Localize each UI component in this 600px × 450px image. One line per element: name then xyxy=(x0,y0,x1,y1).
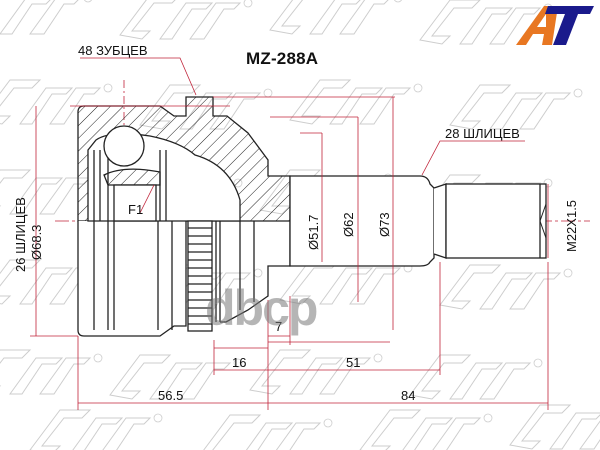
inner-splines-label: 26 ШЛИЦЕВ xyxy=(13,197,28,272)
diameter-73-label: Ø73 xyxy=(377,212,392,237)
at-logo xyxy=(516,6,594,45)
abs-offset-label: 16 xyxy=(232,355,247,370)
stub-shaft xyxy=(289,175,547,267)
part-number-title: MZ-288A xyxy=(246,49,319,68)
outer-splines-label: 28 ШЛИЦЕВ xyxy=(445,126,520,141)
thread-label: M22X1.5 xyxy=(564,199,579,252)
overall-left-length-label: 56.5 xyxy=(158,388,184,403)
fillet-label: F1 xyxy=(128,202,144,217)
inner-diameter-label: Ø68.3 xyxy=(29,224,44,260)
shaft-length-label: 51 xyxy=(346,355,361,370)
dimension-lines xyxy=(30,57,549,410)
shoulder-length-label: 7 xyxy=(275,319,283,334)
dbcp-watermark: dbcp xyxy=(205,280,318,336)
diameter-51-7-label: Ø51.7 xyxy=(306,214,321,250)
outer-teeth-label: 48 ЗУБЦЕВ xyxy=(78,43,148,58)
outer-race-housing xyxy=(77,96,291,337)
overall-right-length-label: 84 xyxy=(401,388,416,403)
diameter-62-label: Ø62 xyxy=(341,212,356,237)
